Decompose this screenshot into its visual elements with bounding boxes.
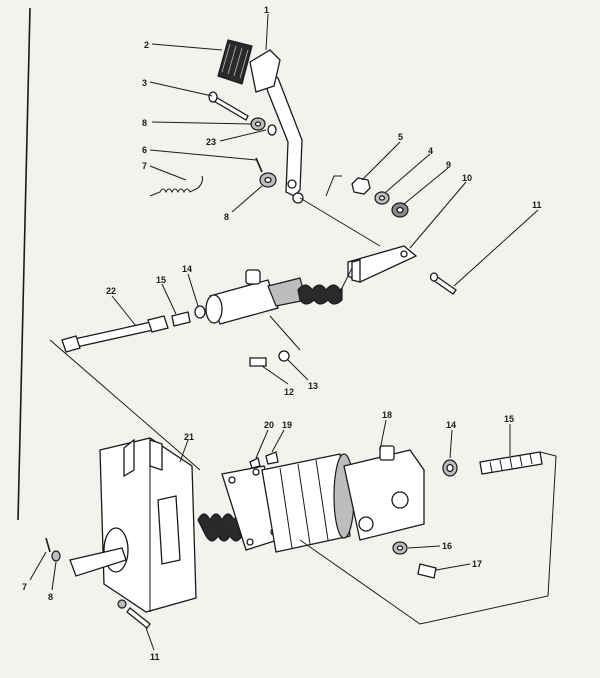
callout-5: 5: [398, 132, 403, 142]
push-rod-line: [339, 267, 353, 293]
clevis-fork: [347, 245, 418, 283]
callout-14-lower: 14: [446, 420, 456, 430]
callout-14-upper: 14: [182, 264, 192, 274]
callout-15-upper: 15: [156, 275, 166, 285]
callout-6: 6: [142, 145, 147, 155]
callout-1: 1: [264, 5, 269, 15]
clutch-booster-assembly: [45, 437, 543, 629]
seal-14-right-hole: [446, 463, 454, 473]
callout-7-upper: 7: [142, 161, 147, 171]
callout-15-lower: 15: [504, 414, 514, 424]
pin-7-left: [45, 537, 51, 553]
callout-3: 3: [142, 78, 147, 88]
hose-end-fitting-left: [61, 335, 81, 353]
bracket-ear-right: [149, 439, 163, 471]
flange-hole-2: [252, 468, 260, 476]
drum-ribs: [279, 459, 329, 549]
callout-4: 4: [428, 146, 433, 156]
pedal-eye-lower: [292, 192, 304, 204]
fitting-17: [417, 563, 437, 579]
pedal-eye-upper: [287, 179, 297, 189]
washer-4-hole: [378, 195, 386, 201]
bolt-11-lower: [126, 607, 151, 629]
callout-17: 17: [472, 559, 482, 569]
washer-8-left: [51, 550, 61, 562]
return-spring: [149, 175, 203, 197]
callout-10: 10: [462, 173, 472, 183]
cotter-pin: [255, 157, 263, 173]
callout-9: 9: [446, 160, 451, 170]
seal-14: [194, 305, 206, 319]
valve-body-18: [343, 449, 425, 541]
callout-7-lower: 7: [22, 582, 27, 592]
pipe-outline-line: [299, 451, 557, 625]
bolt-12: [249, 357, 267, 367]
callout-23: 23: [206, 137, 216, 147]
hose-connection-line: [49, 339, 201, 471]
pedal-bolt: [211, 95, 249, 121]
flange-hole-1: [228, 476, 236, 484]
callout-labels: 1 2 3 8 23 6 7 8 5 4 9 10 11 14 15 22 12…: [22, 5, 542, 662]
brake-pedal-assembly: [149, 39, 409, 247]
release-fork: [69, 547, 127, 577]
page-edge-line: [17, 7, 31, 521]
pedal-pad: [217, 39, 253, 85]
washer-8-lower-hole: [264, 176, 272, 184]
master-cylinder: [61, 267, 353, 367]
hose-end-fitting-right: [147, 315, 169, 333]
callout-12: 12: [284, 387, 294, 397]
pedal-bracket-line: [325, 175, 342, 197]
valve-port-top: [379, 445, 395, 461]
bleeder-20: [249, 457, 261, 469]
pedal-link-line: [299, 197, 381, 247]
callout-18: 18: [382, 410, 392, 420]
bolt-guide-line: [269, 315, 301, 351]
washer-16-hole: [396, 545, 404, 551]
mounting-bracket-21: [99, 437, 197, 613]
fitting-15: [171, 311, 191, 327]
bracket-ear-left: [123, 438, 135, 478]
clevis-fork-side: [351, 259, 361, 283]
master-cylinder-end: [205, 294, 223, 324]
spacer-23: [267, 124, 277, 136]
pedal-bolt-head: [208, 91, 218, 103]
callout-8-upper: 8: [142, 118, 147, 128]
bracket-slot: [157, 495, 181, 565]
valve-port-side: [391, 491, 409, 509]
screw-19: [265, 451, 279, 465]
push-rod-boot: [297, 284, 343, 305]
clevis-hole: [400, 250, 408, 258]
nut-5: [351, 177, 371, 195]
callout-11-lower: 11: [150, 652, 160, 662]
union-thread-lines: [489, 453, 533, 473]
washer-11-lower: [117, 599, 127, 609]
washer-8-upper-hole: [254, 121, 262, 127]
callout-20: 20: [264, 420, 274, 430]
callout-22: 22: [106, 286, 116, 296]
callout-8-lower: 8: [224, 212, 229, 222]
flange-hole-4: [246, 538, 254, 546]
booster-drum: [261, 453, 351, 553]
reservoir-cap: [245, 269, 261, 285]
callout-2: 2: [144, 40, 149, 50]
brake-hose-22: [69, 319, 163, 349]
pedal-pad-grip: [221, 43, 249, 79]
callout-13: 13: [308, 381, 318, 391]
callout-19: 19: [282, 420, 292, 430]
clevis-assembly: [347, 245, 457, 295]
valve-port-front: [358, 516, 374, 532]
callout-21: 21: [184, 432, 194, 442]
bush-9-hole: [396, 206, 404, 214]
leader-lines: [29, 13, 539, 651]
clevis-pin-head: [429, 272, 439, 282]
callout-8-left: 8: [48, 592, 53, 602]
callout-11-upper: 11: [532, 200, 542, 210]
washer-13: [278, 350, 290, 362]
pedal-head: [249, 49, 281, 93]
callout-16: 16: [442, 541, 452, 551]
